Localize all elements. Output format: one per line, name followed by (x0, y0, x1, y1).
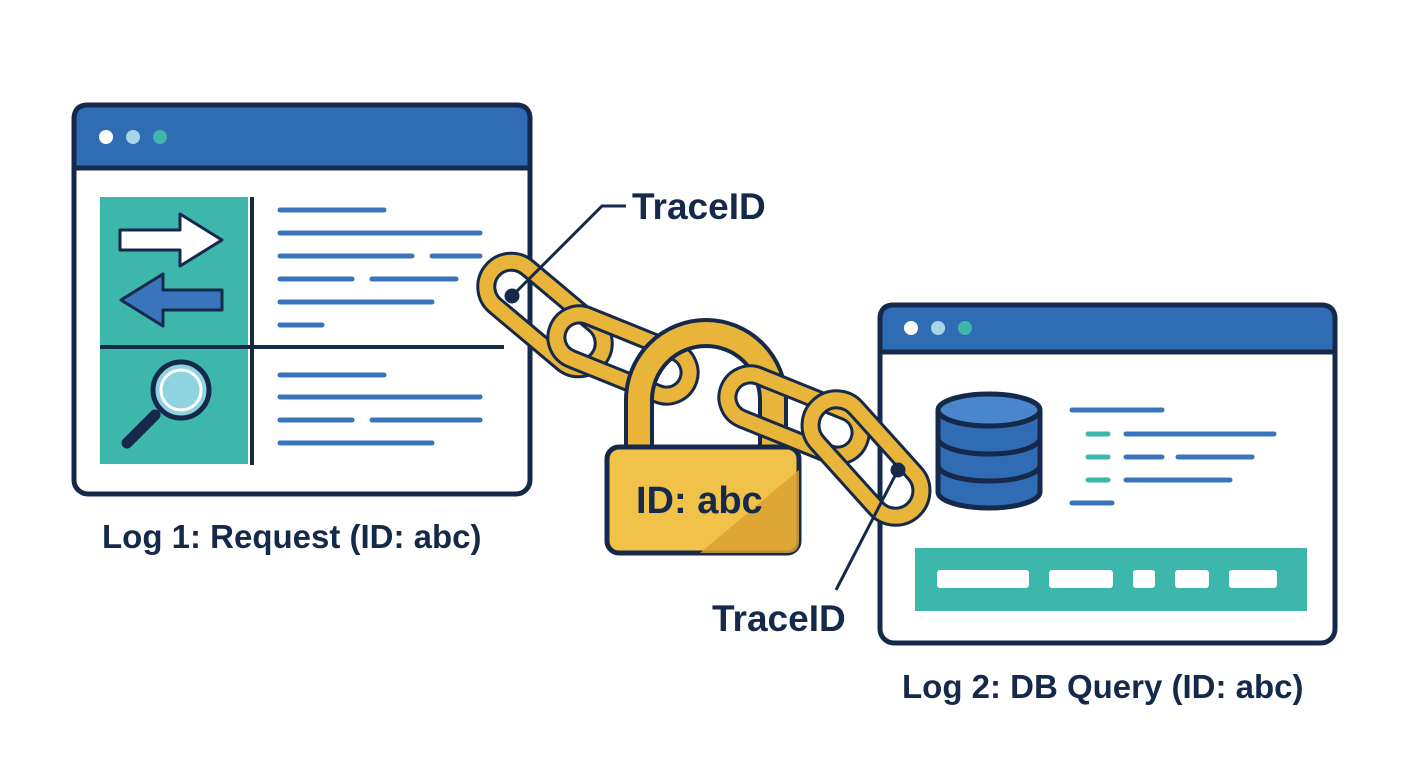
window-titlebar (71, 102, 533, 171)
trace-id-pointer (834, 462, 906, 591)
arrow-left-icon (119, 272, 224, 328)
trace-id-label-top: TraceID (632, 186, 766, 227)
log-text-lines (1069, 407, 1277, 506)
trace-id-label-bottom: TraceID (712, 598, 846, 639)
padlock-id-label: ID: abc (636, 480, 763, 522)
query-result-cells (937, 570, 1277, 588)
window-dot-icon (931, 321, 945, 335)
window-titlebar (877, 302, 1338, 355)
request-icon-panel (100, 197, 248, 345)
db-query-log-window (877, 302, 1338, 646)
database-icon (935, 391, 1043, 511)
db-query-log-caption: Log 2: DB Query (ID: abc) (902, 668, 1304, 705)
window-dot-icon (958, 321, 972, 335)
window-dot-icon (153, 130, 167, 144)
arrow-right-icon (118, 212, 224, 268)
log-text-lines (277, 207, 483, 328)
window-dot-icon (126, 130, 140, 144)
log-text-lines (277, 372, 483, 446)
request-log-caption: Log 1: Request (ID: abc) (102, 518, 482, 555)
chain-icon (717, 364, 932, 527)
window-dot-icon (904, 321, 918, 335)
trace-id-pointer (504, 204, 626, 304)
chain-icon (476, 251, 700, 406)
magnifier-icon (121, 359, 212, 449)
window-dot-icon (99, 130, 113, 144)
request-log-window (71, 102, 533, 497)
